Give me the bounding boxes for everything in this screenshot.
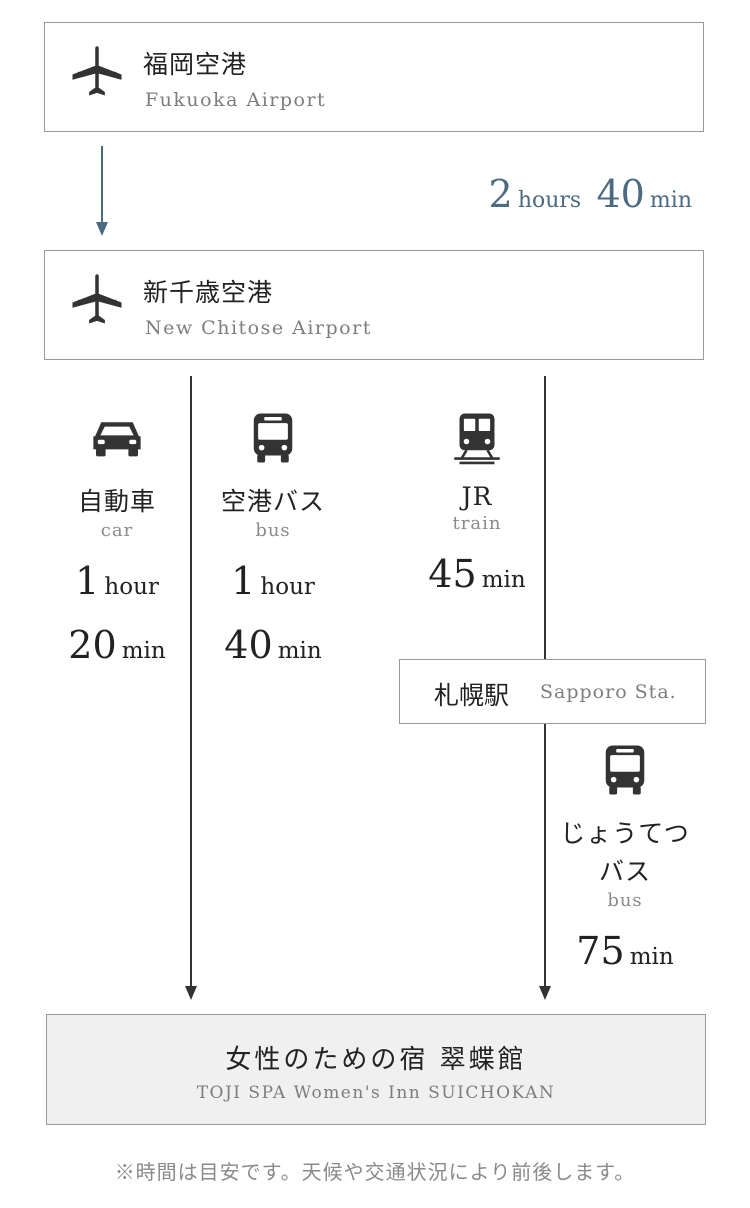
flight-arrowhead [96,222,108,236]
route-bus-minutes: 40 min [208,617,338,681]
destination-name-en: TOJI SPA Women's Inn SUICHOKAN [196,1083,556,1103]
route-bus-label-jp: 空港バス [220,487,325,516]
transfer-name-en: New Chitose Airport [145,317,372,339]
route-car-hours: 1 hour [57,553,177,617]
bus-hours-unit: hour [260,574,315,600]
train-icon [449,410,505,466]
origin-name-en: Fukuoka Airport [145,89,327,111]
car-minutes-value: 20 [68,623,117,667]
route-car-label-en: car [100,520,134,541]
jotetsu-minutes-unit: min [629,944,674,970]
station-name-en: Sapporo Sta. [540,681,677,703]
jotetsu-label-jp-line2: バス [598,857,651,886]
jotetsu-label-en: bus [607,890,643,911]
route-line-right-upper [544,376,546,659]
car-hours-unit: hour [104,574,159,600]
car-minutes-unit: min [121,638,166,664]
route-car-label-jp: 自動車 [77,487,156,516]
origin-name-jp: 福岡空港 [143,50,248,79]
bus-icon [245,410,301,466]
route-car-minutes: 20 min [57,617,177,681]
flight-hours-unit: hours [517,188,582,213]
route-arrowhead-right [539,986,551,1000]
transfer-name-jp: 新千歳空港 [143,278,274,307]
destination-box: 女性のための宿 翠蝶館 TOJI SPA Women's Inn SUICHOK… [46,1014,706,1125]
route-train-minutes: 45 min [414,546,540,610]
bus-minutes-unit: min [277,638,322,664]
flight-arrow-line [101,146,103,222]
airplane-icon [69,271,125,327]
route-line-left [190,376,192,986]
flight-minutes-value: 40 [596,172,645,216]
bus-icon [597,742,653,798]
car-hours-value: 1 [75,559,100,603]
route-train-label-en: train [452,513,502,534]
transfer-airport-box: 新千歳空港 New Chitose Airport [44,250,704,360]
flight-duration: 2 hours 40 min [489,172,692,216]
flight-hours-value: 2 [488,172,513,216]
route-line-right-lower [544,724,546,986]
route-jotetsu-bus: じょうてつ バス bus 75 min [550,742,700,987]
flight-minutes-unit: min [649,188,692,213]
route-arrowhead-left [185,986,197,1000]
origin-airport-box: 福岡空港 Fukuoka Airport [44,22,704,132]
car-icon [89,410,145,466]
jotetsu-minutes: 75 min [550,923,700,987]
destination-name-jp: 女性のための宿 翠蝶館 [225,1045,527,1075]
bus-hours-value: 1 [231,559,256,603]
footnote: ※時間は目安です。天候や交通状況により前後します。 [114,1160,636,1184]
route-airport-bus: 空港バス bus 1 hour 40 min [208,410,338,681]
train-minutes-value: 45 [428,552,477,596]
route-jr-train: JR train 45 min [414,410,540,610]
bus-minutes-value: 40 [224,623,273,667]
route-bus-label-en: bus [255,520,291,541]
station-name-jp: 札幌駅 [434,681,510,710]
route-train-label-jp: JR [461,482,493,511]
route-bus-hours: 1 hour [208,553,338,617]
airplane-icon [69,43,125,99]
jotetsu-minutes-value: 75 [576,929,625,973]
route-car: 自動車 car 1 hour 20 min [57,410,177,681]
sapporo-station-box: 札幌駅 Sapporo Sta. [399,659,706,724]
jotetsu-label-jp-line1: じょうてつ [560,819,690,848]
train-minutes-unit: min [481,567,526,593]
